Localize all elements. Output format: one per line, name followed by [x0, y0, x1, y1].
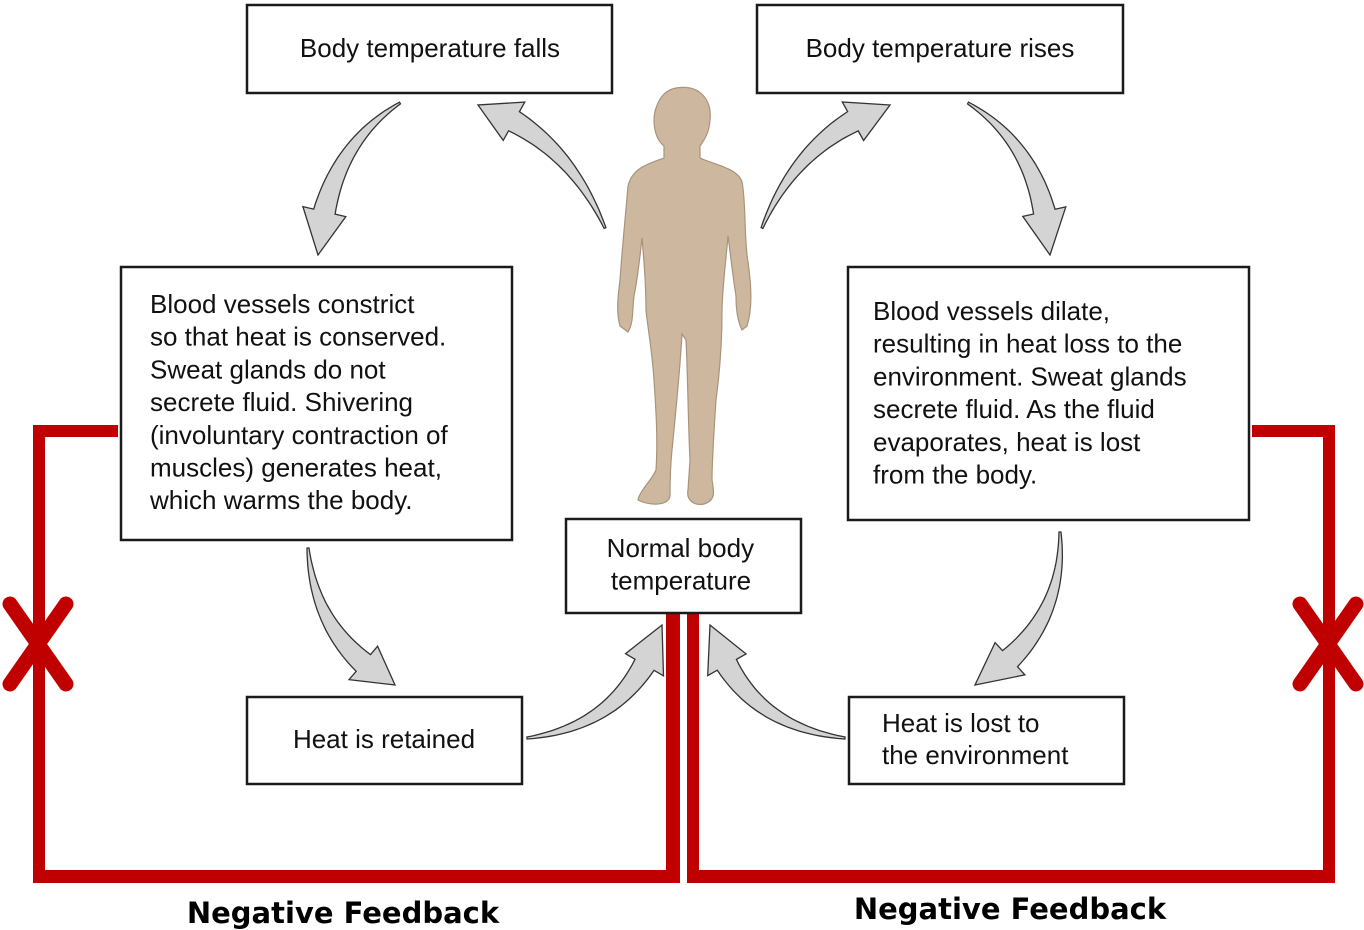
left-loop-label: Negative Feedback — [187, 896, 500, 930]
curved-arrow-icon — [306, 547, 397, 686]
box-text: Body temperature falls — [300, 33, 560, 63]
human-body-icon — [617, 86, 752, 505]
box-text: Heat is retained — [293, 724, 475, 754]
box-text: Normal body temperature — [607, 533, 762, 596]
right-loop-label: Negative Feedback — [854, 892, 1167, 926]
left-feedback-loop — [33, 425, 680, 883]
box-text: Blood vessels dilate, resulting in heat … — [873, 296, 1194, 490]
box-heat-lost: Heat is lost to the environment — [847, 695, 1126, 786]
curved-arrow-icon — [476, 101, 607, 230]
box-text: Heat is lost to the environment — [882, 708, 1069, 770]
box-cold-response: Blood vessels constrict so that heat is … — [119, 265, 514, 542]
box-text: Blood vessels constrict so that heat is … — [149, 289, 455, 515]
curved-arrow-icon — [301, 101, 402, 257]
curved-arrow-icon — [966, 101, 1067, 257]
curved-arrow-icon — [760, 101, 892, 230]
x-mark-icon-right — [1292, 596, 1364, 692]
box-normal-body-temperature: Normal body temperature — [564, 517, 803, 615]
x-mark-icon-left — [2, 596, 74, 692]
box-hot-response: Blood vessels dilate, resulting in heat … — [846, 265, 1251, 522]
curved-arrow-icon — [526, 623, 665, 740]
box-body-temperature-falls: Body temperature falls — [245, 3, 614, 95]
box-text: Body temperature rises — [806, 33, 1075, 63]
curved-arrow-icon — [973, 531, 1064, 686]
curved-arrow-icon — [706, 623, 846, 740]
box-heat-retained: Heat is retained — [245, 695, 524, 786]
flow-arrows — [301, 101, 1067, 740]
box-body-temperature-rises: Body temperature rises — [755, 3, 1125, 95]
